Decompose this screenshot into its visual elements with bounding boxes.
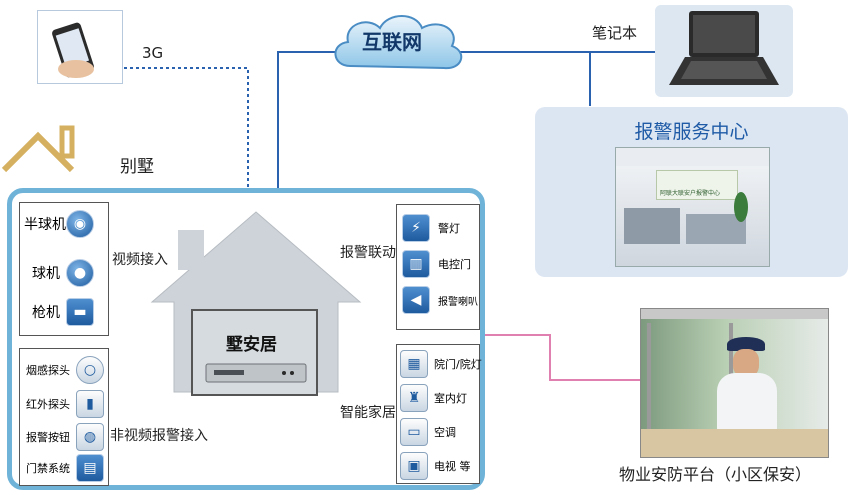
- alarm-speaker-icon: ◀: [402, 286, 430, 314]
- linkage-item-door: ▥ 电控门: [402, 250, 471, 278]
- smarthome-item-lamp: ♜ 室内灯: [400, 384, 467, 412]
- video-item-dome: 半球机 ◉: [24, 210, 94, 238]
- nonvideo-item-label: 红外探头: [26, 398, 70, 411]
- internet-laptop-line: [460, 51, 591, 106]
- internet-house-line: [277, 51, 335, 188]
- video-item-bullet: 枪机 ▬: [32, 298, 94, 326]
- property-platform-label: 物业安防平台（小区保安）: [619, 465, 812, 484]
- linkage-item-label: 警灯: [438, 222, 460, 235]
- nonvideo-item-label: 报警按钮: [26, 431, 70, 444]
- alarm-center-sign: 阿联大联安户报警中心: [660, 190, 721, 197]
- bullet-camera-icon: ▬: [66, 298, 94, 326]
- property-security-photo: [640, 308, 829, 458]
- nonvideo-item-label: 门禁系统: [26, 462, 70, 475]
- smarthome-item-label: 空调: [434, 426, 456, 439]
- tv-icon: ▣: [400, 452, 428, 480]
- nonvideo-item-label: 烟感探头: [26, 364, 70, 377]
- laptop-icon: [669, 11, 779, 85]
- linkage-item-light: ⚡ 警灯: [402, 214, 460, 242]
- warning-light-icon: ⚡: [402, 214, 430, 242]
- yard-gate-light-icon: ▦: [400, 350, 428, 378]
- infrared-detector-icon: ▮: [76, 390, 104, 418]
- smoke-detector-icon: ○: [76, 356, 104, 384]
- nonvideo-item-access: 门禁系统 ▤: [26, 454, 104, 482]
- laptop-label: 笔记本: [592, 24, 638, 42]
- smarthome-item-ac: ▭ 空调: [400, 418, 456, 446]
- internet-label: 互联网: [362, 30, 422, 54]
- nonvideo-item-infrared: 红外探头 ▮: [26, 390, 104, 418]
- nonvideo-item-smoke: 烟感探头 ○: [26, 356, 104, 384]
- villa-label: 别墅: [120, 157, 154, 177]
- 3g-label: 3G: [142, 44, 164, 62]
- smarthome-item-tv: ▣ 电视 等: [400, 452, 471, 480]
- internet-cloud-icon: [334, 15, 463, 70]
- linkage-item-label: 报警喇叭: [438, 296, 478, 308]
- nonvideo-item-button: 报警按钮 ◍: [26, 423, 104, 451]
- alarm-button-icon: ◍: [76, 423, 104, 451]
- laptop-panel: [655, 5, 793, 97]
- video-item-label: 枪机: [32, 305, 60, 321]
- smartphone-icon: [52, 22, 94, 78]
- alarm-center-photo: 阿联大联安户报警中心: [615, 147, 770, 267]
- air-conditioner-icon: ▭: [400, 418, 428, 446]
- video-input-title: 视频接入: [112, 252, 168, 268]
- mobile-phone-panel: [37, 10, 123, 84]
- villa-house-icon: [1, 125, 75, 173]
- nonvideo-input-title: 非视频报警接入: [110, 428, 208, 444]
- indoor-lamp-icon: ♜: [400, 384, 428, 412]
- video-input-box: [19, 202, 109, 336]
- smarthome-item-label: 电视 等: [434, 460, 471, 473]
- linkage-item-speaker: ◀ 报警喇叭: [402, 286, 478, 314]
- smarthome-item-label: 室内灯: [434, 392, 467, 405]
- alarm-linkage-title: 报警联动: [340, 245, 396, 261]
- dome-camera-icon: ◉: [66, 210, 94, 238]
- hub-label: 墅安居: [226, 335, 277, 355]
- 3g-link-line: [124, 67, 249, 188]
- video-item-ball: 球机 ●: [32, 259, 94, 287]
- alarm-center-panel: 报警服务中心 阿联大联安户报警中心: [535, 107, 848, 277]
- ball-camera-icon: ●: [66, 259, 94, 287]
- alarm-center-title: 报警服务中心: [634, 121, 749, 143]
- electric-door-icon: ▥: [402, 250, 430, 278]
- smart-home-title: 智能家居: [340, 405, 396, 421]
- access-control-icon: ▤: [76, 454, 104, 482]
- smarthome-item-label: 院门/院灯: [434, 358, 482, 371]
- video-item-label: 半球机: [24, 217, 66, 233]
- dvr-device-icon: [205, 363, 307, 383]
- linkage-item-label: 电控门: [438, 258, 471, 271]
- smarthome-item-gate: ▦ 院门/院灯: [400, 350, 482, 378]
- video-item-label: 球机: [32, 266, 60, 282]
